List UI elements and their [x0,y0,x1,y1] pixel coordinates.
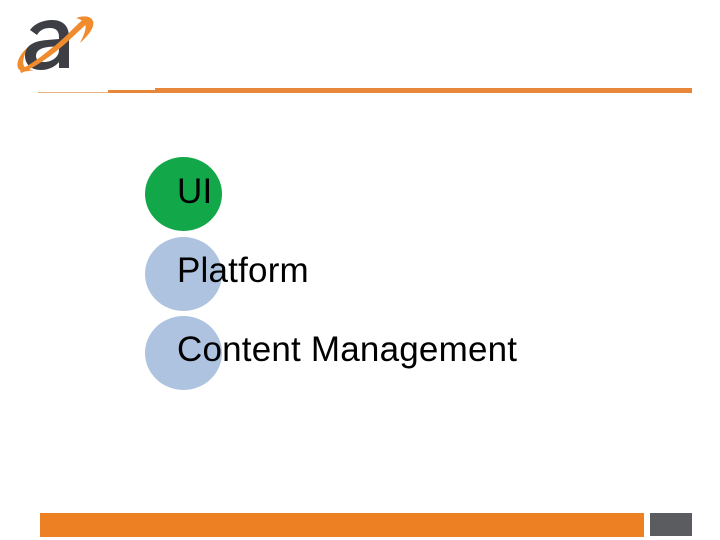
header-rule-segment-thin [38,92,110,93]
bullet-dot-icon [145,316,222,390]
bullet-label: Content Management [177,330,518,369]
header-rule-segment-mid [108,90,156,93]
company-logo-a-icon [14,10,96,78]
bullet-list: UI Platform Content Management [0,150,720,390]
list-item: Platform [0,229,720,311]
list-item: Content Management [0,308,720,390]
bullet-label: Platform [177,251,309,290]
list-item: UI [0,150,720,231]
bullet-dot-icon [145,157,222,231]
footer-accent-block [650,513,692,536]
footer-accent-bar [40,513,644,537]
bullet-label: UI [177,172,213,211]
header-rule-segment-thick [155,88,692,93]
bullet-dot-icon [145,237,222,311]
